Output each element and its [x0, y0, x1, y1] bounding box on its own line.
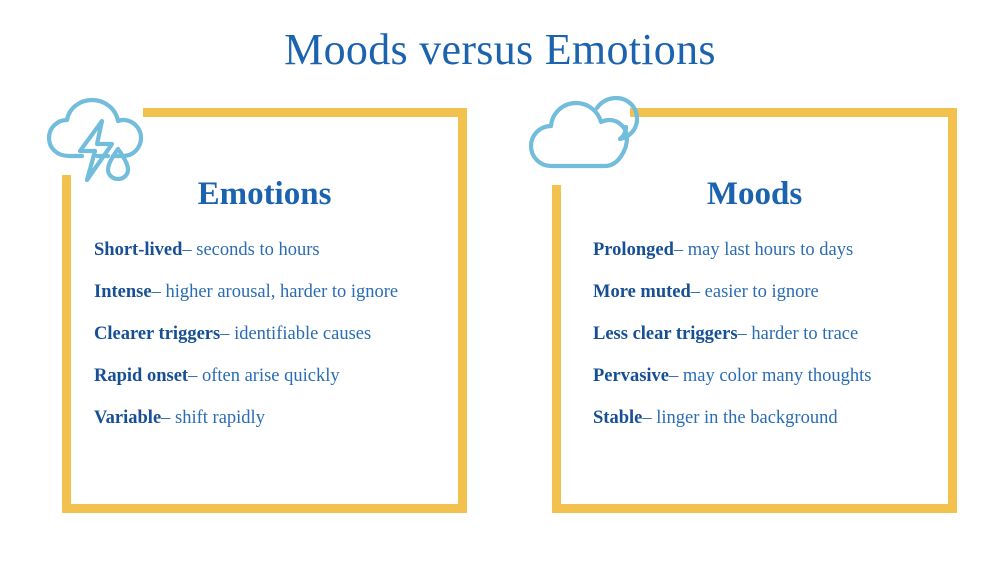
list-item-dash: –: [673, 240, 684, 260]
double-cloud-icon: [528, 96, 640, 169]
panel-emotions: Emotions Short-lived– seconds to hours I…: [46, 97, 467, 513]
panel-content-moods: Moods Prolonged– may last hours to days …: [561, 117, 948, 504]
list-item-desc: higher arousal, harder to ignore: [165, 282, 399, 302]
list-item-term: Clearer triggers: [94, 324, 221, 344]
list-item-term: Pervasive: [593, 366, 670, 386]
list-item-dash: –: [737, 324, 747, 344]
list-item-desc: easier to ignore: [704, 282, 819, 302]
list-item-term: Intense: [94, 282, 152, 302]
list-item: Pervasive– may color many thoughts: [593, 365, 948, 387]
list-item-term: Variable: [94, 408, 162, 428]
panel-heading-emotions: Emotions: [197, 176, 332, 212]
panel-border-right: [948, 108, 957, 513]
list-item: Rapid onset– often arise quickly: [94, 365, 458, 387]
list-item-term: Less clear triggers: [593, 324, 738, 344]
list-item-dash: –: [188, 366, 198, 386]
list-item-dash: –: [690, 282, 701, 302]
panel-border-top: [143, 108, 467, 117]
list-item-dash: –: [220, 324, 230, 344]
panel-moods: Moods Prolonged– may last hours to days …: [528, 96, 957, 513]
list-item-term: Short-lived: [94, 240, 183, 260]
panel-border-bottom: [62, 504, 467, 513]
list-item-term: Rapid onset: [94, 366, 189, 386]
list-item-dash: –: [182, 240, 192, 260]
list-item: Intense– higher arousal, harder to ignor…: [94, 281, 458, 303]
list-item: Prolonged– may last hours to days: [593, 239, 948, 261]
feature-list-moods: Prolonged– may last hours to days More m…: [561, 239, 948, 429]
list-item-dash: –: [642, 408, 652, 428]
panel-border-bottom: [552, 504, 957, 513]
list-item-desc: linger in the background: [656, 408, 838, 428]
list-item-desc: may color many thoughts: [682, 366, 872, 386]
page-title: Moods versus Emotions: [284, 25, 716, 74]
list-item-term: Stable: [593, 408, 643, 428]
panel-border-top: [630, 108, 957, 117]
list-item-desc: often arise quickly: [201, 366, 340, 386]
list-item: Stable– linger in the background: [593, 407, 948, 429]
panel-content-emotions: Emotions Short-lived– seconds to hours I…: [71, 117, 458, 504]
list-item-term: Prolonged: [593, 240, 674, 260]
storm-cloud-lightning-rain-icon: [46, 97, 144, 183]
panel-border-left: [552, 185, 561, 513]
panel-heading-moods: Moods: [706, 176, 803, 212]
list-item-dash: –: [669, 366, 679, 386]
list-item: Clearer triggers– identifiable causes: [94, 323, 458, 345]
list-item-term: More muted: [593, 282, 691, 302]
feature-list-emotions: Short-lived– seconds to hours Intense– h…: [71, 239, 458, 429]
list-item: Short-lived– seconds to hours: [94, 239, 458, 261]
list-item-dash: –: [161, 408, 171, 428]
panel-border-left: [62, 175, 71, 513]
list-item-desc: harder to trace: [751, 324, 859, 344]
list-item-desc: may last hours to days: [687, 240, 854, 260]
list-item-desc: seconds to hours: [196, 240, 320, 260]
panel-border-right: [458, 108, 467, 513]
list-item: Variable– shift rapidly: [94, 407, 458, 429]
list-item: More muted– easier to ignore: [593, 281, 948, 303]
list-item: Less clear triggers– harder to trace: [593, 323, 948, 345]
list-item-desc: shift rapidly: [175, 408, 265, 428]
list-item-dash: –: [151, 282, 161, 302]
list-item-desc: identifiable causes: [234, 324, 372, 344]
